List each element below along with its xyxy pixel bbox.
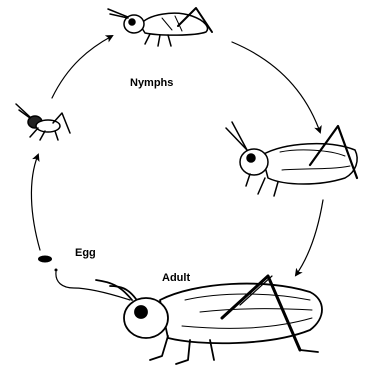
egg-icon bbox=[38, 256, 52, 263]
egg-laying-point bbox=[55, 269, 58, 272]
arrow-egg-to-small-nymph bbox=[31, 155, 40, 250]
arrow-young-adult-to-adult bbox=[296, 200, 323, 275]
arrow-large-nymph-to-young-adult bbox=[232, 42, 320, 132]
adult-icon bbox=[96, 276, 322, 364]
label-nymphs: Nymphs bbox=[130, 77, 173, 89]
young-adult-icon bbox=[226, 122, 357, 196]
large-nymph-icon bbox=[108, 8, 212, 46]
arrow-small-nymph-to-large-nymph bbox=[52, 36, 112, 98]
small-nymph-icon bbox=[16, 104, 70, 140]
label-egg: Egg bbox=[75, 247, 96, 259]
label-adult: Adult bbox=[162, 272, 190, 284]
